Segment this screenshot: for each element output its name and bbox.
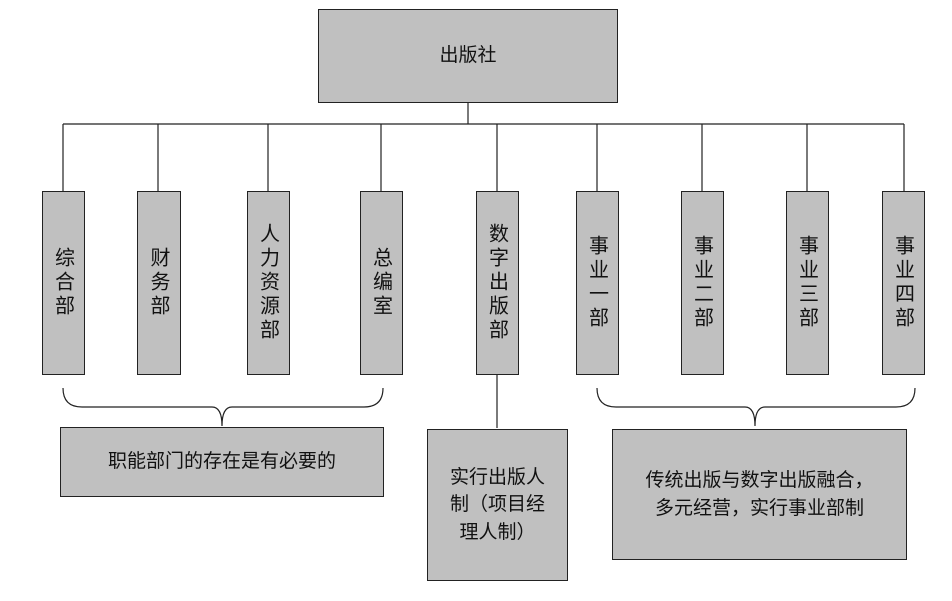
note-digital-line3: 理人制）: [459, 520, 536, 543]
dept-label-shiye2: 事业二部: [690, 235, 715, 331]
dept-box-shiye4: 事业四部: [882, 191, 925, 375]
note-box-digital: 实行出版人 制（项目经 理人制）: [427, 429, 568, 581]
dept-label-renli: 人力资源部: [256, 223, 281, 343]
dept-box-shiye1: 事业一部: [576, 191, 619, 375]
dept-label-shiye1: 事业一部: [585, 235, 610, 331]
root-node-label: 出版社: [439, 44, 497, 67]
dept-label-zonghe: 综合部: [51, 247, 76, 319]
dept-box-renli: 人力资源部: [247, 191, 290, 375]
dept-box-zongbian: 总编室: [360, 191, 403, 375]
dept-box-shiye3: 事业三部: [786, 191, 829, 375]
root-node-publisher: 出版社: [318, 9, 618, 103]
dept-box-shuzi: 数字出版部: [476, 191, 519, 375]
note-digital-line2: 制（项目经: [449, 493, 545, 516]
dept-label-shiye3: 事业三部: [795, 235, 820, 331]
dept-label-caiwu: 财务部: [147, 247, 171, 319]
note-business-line1: 传统出版与数字出版融合，: [645, 468, 874, 491]
note-functional-text: 职能部门的存在是有必要的: [107, 450, 336, 473]
dept-box-caiwu: 财务部: [137, 191, 181, 375]
note-box-business: 传统出版与数字出版融合， 多元经营，实行事业部制: [612, 429, 907, 560]
dept-label-shuzi: 数字出版部: [485, 223, 510, 343]
dept-label-shiye4: 事业四部: [891, 235, 916, 331]
dept-label-zongbian: 总编室: [369, 247, 394, 319]
dept-box-shiye2: 事业二部: [681, 191, 724, 375]
note-business-line2: 多元经营，实行事业部制: [654, 496, 864, 519]
note-box-functional: 职能部门的存在是有必要的: [60, 427, 384, 497]
note-digital-line1: 实行出版人: [449, 465, 545, 488]
dept-box-zonghe: 综合部: [42, 191, 85, 375]
